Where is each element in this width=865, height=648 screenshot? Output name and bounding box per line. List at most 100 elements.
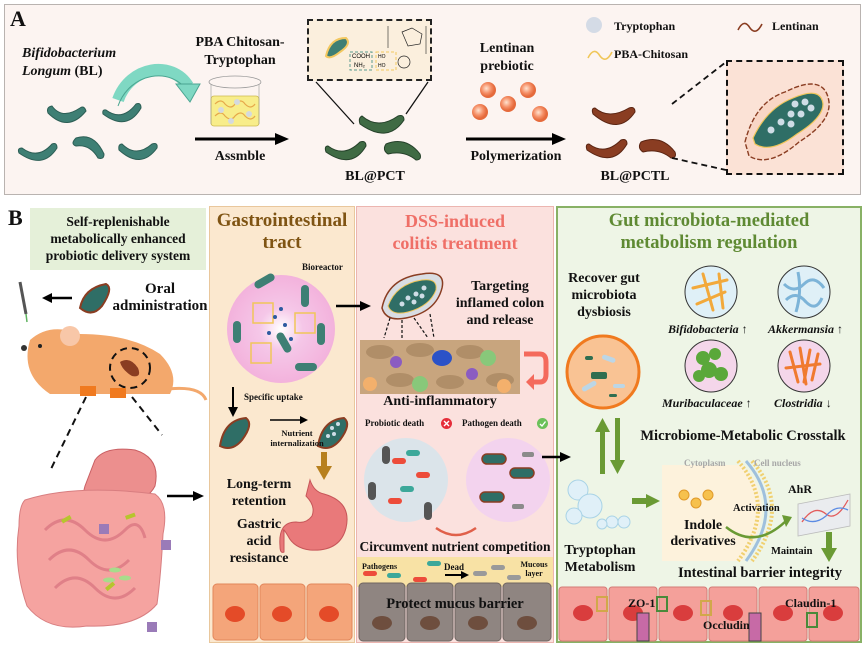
bl-pctl-label: BL@PCTL <box>600 169 670 184</box>
barrier-integrity-label: Intestinal barrier integrity <box>677 565 843 581</box>
taxa-name: Bifidobacteria <box>668 322 739 336</box>
lentinan-legend-icon <box>737 22 763 32</box>
long-term-line2: retention <box>231 494 287 509</box>
dysbiosis-dish-icon <box>565 334 641 410</box>
targeting-line1: Targeting <box>471 279 529 294</box>
coated-probiotic-icon <box>381 272 444 339</box>
gi-title-line1: Gastrointestinal <box>216 210 348 231</box>
bl-label-bl: (BL) <box>71 64 103 79</box>
ahr-label: AhR <box>788 482 813 496</box>
svg-text:HO: HO <box>378 54 386 60</box>
gut-title-line1: Gut microbiota-mediated <box>608 211 810 231</box>
mucus-barrier-diagram <box>357 557 553 642</box>
legend-lentinan: Lentinan <box>772 19 819 33</box>
gi-zoom-lines <box>49 396 163 472</box>
gut-title-line2: metabolism regulation <box>620 233 798 253</box>
indole-line1: Indole <box>683 518 723 533</box>
dead-label: Dead <box>444 562 464 572</box>
bacterium <box>72 136 105 159</box>
gut-arrow-icon <box>542 452 571 462</box>
taxa-name: Clostridia <box>774 396 823 410</box>
tryptophan-metabolism-line1: Tryptophan <box>564 543 636 558</box>
activation-label: Activation <box>733 503 780 514</box>
green-right-arrow-icon <box>632 494 660 508</box>
lentinan-label-line1: Lentinan <box>479 41 535 56</box>
gastric-line2: acid <box>246 534 272 549</box>
nutrient-label-line1: Nutrient <box>281 428 313 438</box>
maintain-arrow-icon <box>821 532 837 562</box>
bacterium <box>17 143 58 161</box>
bacterium <box>47 105 87 123</box>
occludin-label: Occludin <box>703 618 750 632</box>
bidirectional-arrows-icon <box>595 418 625 474</box>
lentinan-sphere <box>500 96 516 112</box>
system-title-line3: probiotic delivery system <box>45 248 191 263</box>
intestinal-epithelium <box>558 586 860 642</box>
specific-uptake-label: Specific uptake <box>244 392 303 402</box>
legend-pba-chitosan: PBA-Chitosan <box>614 47 689 61</box>
syringe-icon <box>18 281 111 323</box>
bacterium <box>324 141 367 161</box>
recover-line2: microbiota <box>571 288 637 303</box>
mouse-ear <box>60 326 80 346</box>
targeting-line3: and release <box>466 313 534 328</box>
beaker-icon <box>208 75 262 127</box>
maintain-label: Maintain <box>771 546 813 557</box>
pathogens-label: Pathogens <box>362 562 398 571</box>
zoom-circle <box>109 347 151 389</box>
panel-a-letter: A <box>10 6 26 31</box>
system-title-line1: Self-replenishable <box>66 214 170 229</box>
pba-label-line1: PBA Chitosan- <box>195 35 285 50</box>
bioreactor-sphere <box>227 273 335 383</box>
mucous-line2: layer <box>525 569 543 578</box>
ahr-dna-icon <box>797 493 851 537</box>
pba-label-line2: Tryptophan <box>204 53 276 68</box>
indole-line2: derivatives <box>670 534 736 549</box>
cross-icon <box>441 418 452 429</box>
immune-cell <box>432 350 452 366</box>
panel-a <box>4 4 861 195</box>
dss-arrow-icon <box>336 301 371 311</box>
bl-label-longum: Longum <box>22 64 72 79</box>
chem-nh2: NH₂ <box>354 63 366 69</box>
taxa-label-bifidobacteria: Bifidobacteria ↑ <box>668 322 748 336</box>
bacterium <box>638 139 676 159</box>
mouse-nose <box>21 345 27 351</box>
taxa-name: Muribaculaceae <box>662 396 743 410</box>
coated-bacterium-detail <box>744 83 830 161</box>
bacterium <box>585 139 628 159</box>
immune-cell <box>466 368 478 380</box>
bl-label-line2: Longum (BL) <box>22 63 103 80</box>
taxa-circle-clostridia <box>777 339 831 393</box>
gi-arrow-icon <box>167 491 204 501</box>
lentinan-sphere <box>532 106 548 122</box>
gi-epithelium <box>212 583 353 641</box>
anti-inflammatory-label: Anti-inflammatory <box>383 394 497 409</box>
trend-up-icon: ↑ <box>741 322 748 336</box>
gastric-line1: Gastric <box>236 517 282 532</box>
panel-b-letter: B <box>8 205 23 230</box>
taxa-circle-bifidobacteria <box>684 265 738 319</box>
immune-cell <box>412 376 428 392</box>
gi-tract-illustration <box>16 448 171 632</box>
protect-mucus-label: Protect mucus barrier <box>386 596 524 612</box>
gi-title-line2: tract <box>262 232 302 253</box>
system-title-box: Self-replenishable metabolically enhance… <box>30 208 206 270</box>
svg-text:HO: HO <box>378 63 386 69</box>
taxa-label-clostridia: Clostridia ↓ <box>774 396 832 410</box>
recover-line1: Recover gut <box>568 271 640 286</box>
claudin-protein <box>656 596 668 612</box>
taxa-label-akkermansia: Akkermansia ↑ <box>768 322 843 336</box>
cell-nucleus-label: Cell nucleus <box>754 458 801 468</box>
coated-bacterium <box>78 282 111 314</box>
lentinan-sphere <box>480 82 496 98</box>
chem-cooh: COOH <box>352 54 370 60</box>
lentinan-sphere <box>472 104 488 120</box>
trend-down-icon: ↓ <box>825 396 832 410</box>
retention-arrow-icon <box>316 452 332 480</box>
probiotic-sphere <box>364 438 448 522</box>
trend-up-icon: ↑ <box>837 322 844 336</box>
legend-tryptophan: Tryptophan <box>614 19 676 33</box>
tryptophan-legend-icon <box>586 17 602 33</box>
curved-arrow-icon <box>112 64 201 107</box>
